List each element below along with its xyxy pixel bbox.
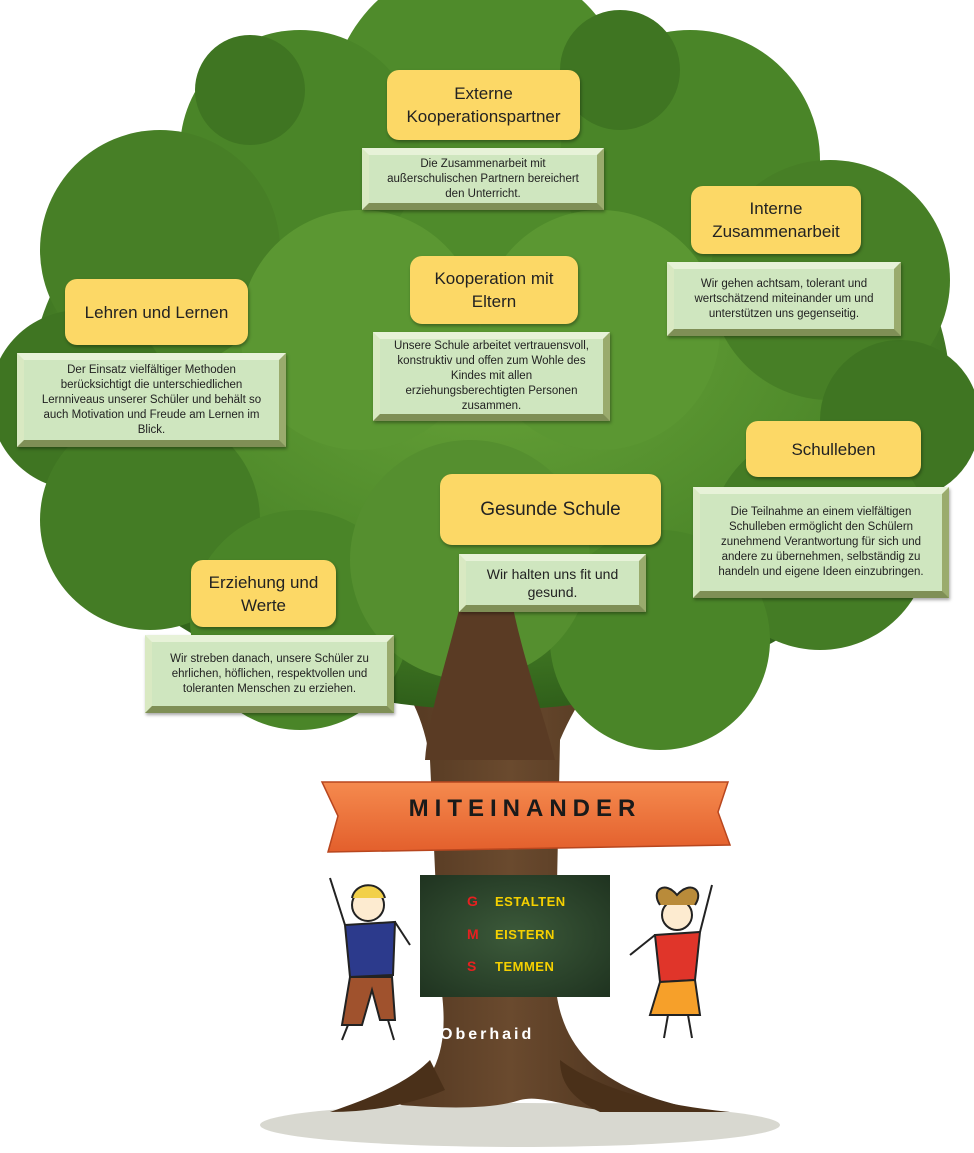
banner-title: MITEINANDER (408, 795, 642, 822)
place-name: Oberhaid (440, 1026, 535, 1043)
node-title-kooperation: Kooperation mit Eltern (410, 256, 578, 324)
node-text-lehren: Der Einsatz vielfältiger Methoden berück… (17, 353, 286, 447)
trunk-upper (425, 560, 555, 760)
girl-figure (629, 884, 713, 1039)
chalkboard (420, 875, 610, 997)
node-title-gesund: Gesunde Schule (440, 474, 661, 545)
board-text: G ESTALTEN M EISTERN S TEMMEN (420, 875, 610, 997)
node-text-gesund: Wir halten uns fit und gesund. (459, 554, 646, 612)
board-row-2: M EISTERN (467, 926, 555, 942)
ground-shadow (260, 1103, 780, 1147)
node-text-erziehung: Wir streben danach, unsere Schüler zu eh… (145, 635, 394, 713)
board-word-3: TEMMEN (495, 959, 555, 974)
node-title-erziehung: Erziehung und Werte (191, 560, 336, 627)
node-text-interne: Wir gehen achtsam, tolerant und wertschä… (667, 262, 901, 336)
board-row-3: S TEMMEN (467, 958, 554, 974)
node-text-schulleben: Die Teilnahme an einem vielfältigen Schu… (693, 487, 949, 598)
root-right (560, 1060, 730, 1112)
board-row-1: G ESTALTEN (467, 893, 566, 909)
node-text-kooperation: Unsere Schule arbeitet vertrauensvoll, k… (373, 332, 610, 421)
node-title-lehren: Lehren und Lernen (65, 279, 248, 345)
board-word-1: ESTALTEN (495, 894, 566, 909)
node-title-externe: Externe Kooperationspartner (387, 70, 580, 140)
board-word-2: EISTERN (495, 927, 555, 942)
board-initial-2: M (467, 926, 480, 942)
node-title-interne: Interne Zusammenarbeit (691, 186, 861, 254)
boy-figure (329, 877, 411, 1041)
board-initial-3: S (467, 958, 477, 974)
banner-shape (320, 781, 732, 853)
node-title-schulleben: Schulleben (746, 421, 921, 477)
board-initial-1: G (467, 893, 479, 909)
node-text-externe: Die Zusammenarbeit mit außerschulischen … (362, 148, 604, 210)
root-left (330, 1060, 445, 1112)
